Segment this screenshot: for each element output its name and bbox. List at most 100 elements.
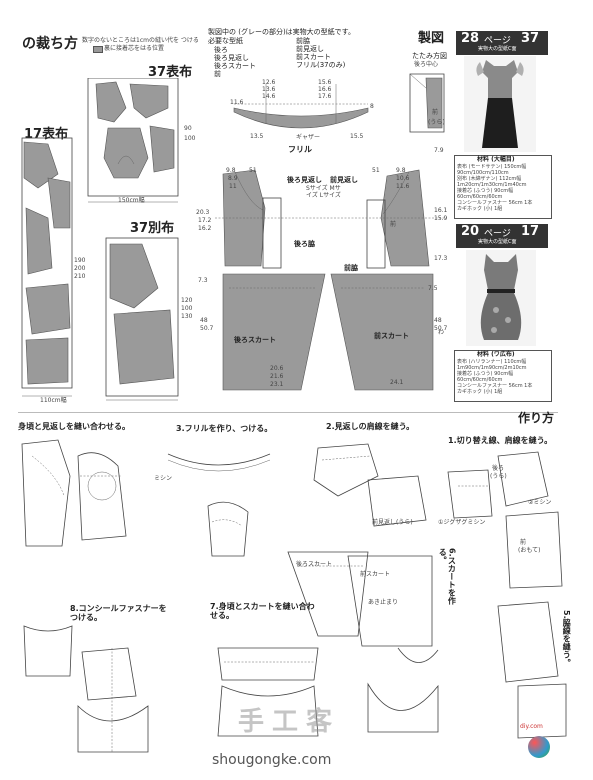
step-misc-opening-stop: あき止まり [368, 599, 399, 606]
width-110: 110cm幅 [40, 397, 67, 404]
product-37-page: 28 [461, 31, 480, 46]
folding-note: 後ろ中心 [414, 61, 439, 68]
dim-190: 190 [74, 257, 86, 264]
sewing-steps-illustrations [21, 439, 567, 753]
width-150: 150cm幅 [118, 197, 145, 204]
label-37-betsu: 37別布 [130, 221, 175, 236]
dim-right-2: 10.6 [396, 175, 410, 182]
dress-37-photo [464, 56, 536, 152]
dim-100: 100 [184, 135, 196, 142]
dim-200: 200 [74, 265, 86, 272]
dim-left-2: 8.9 [228, 175, 238, 182]
dim-left-5: 20.3 [196, 209, 210, 216]
folding-ura: (うら) [428, 119, 445, 126]
step-5-title: 5.脇線を縫う。 [562, 610, 572, 667]
size-legend: Sサイズ Mサイズ Lサイズ [306, 185, 341, 199]
frill-dim-8: 8 [370, 103, 374, 110]
product-37-page-suffix: ページ [484, 36, 511, 46]
step-misc-machine: ②ミシン [528, 499, 552, 506]
part-left-3: 後ろスカート [214, 62, 256, 70]
watermark-stamp: diy.com [520, 723, 543, 730]
materials-37-title: 材料 (大幅目) [477, 156, 515, 163]
part-right-4: フリル(37のみ) [296, 61, 346, 69]
dim-right-10: 48 [434, 317, 442, 324]
materials-17-line-6: カギホック (小) 1組 [457, 389, 503, 395]
materials-17-line-4: 60cm/60cm/60cm [457, 377, 503, 383]
folding-title: たたみ方図 [412, 52, 447, 60]
watermark-site: shougongke.com [212, 752, 332, 768]
materials-37-line-7: コンシールファスナー 56cm 1本 [457, 200, 533, 206]
frill-dim-6: 17.6 [318, 93, 332, 100]
step-3-title: 3.フリルを作り、つける。 [176, 424, 273, 433]
dim-right-7: 15.9 [434, 215, 448, 222]
dim-left-1: 9.8 [226, 167, 236, 174]
frill-dim-5: 16.6 [318, 86, 332, 93]
dim-right-9: 7.5 [428, 285, 438, 292]
howto-title: 作り方 [518, 411, 555, 425]
back-side-label: 後ろ脇 [294, 240, 315, 248]
front-skirt-label: 前スカート [374, 332, 409, 340]
dim-left-10: 50.7 [200, 325, 214, 332]
materials-17-line-5: コンシールファスナー 56cm 1本 [457, 383, 533, 389]
materials-17-line-2: 1m90cm/1m90cm/2m10cm [457, 365, 527, 371]
dim-120: 120 [181, 297, 193, 304]
product-17-page-suffix: ページ [484, 229, 511, 239]
product-17-header [456, 224, 548, 248]
hem-4: 24.1 [390, 379, 404, 386]
pattern-note: 製図中の (グレーの部分)は実物大の型紙です。 [208, 28, 355, 36]
dim-right-1: 9.8 [396, 167, 406, 174]
step-misc-omote: (おもて) [518, 547, 541, 554]
product-37-materials: 材料 (大幅目) 表布 (モードサテン) 150cm幅 90cm/100cm/1… [454, 155, 552, 219]
dim-right-11: 50.7 [434, 325, 448, 332]
step-misc-back-skirt: 後ろスカート [296, 561, 333, 568]
label-37-omote: 37表布 [148, 65, 193, 80]
materials-37-line-6: 60cm/60cm/60cm [457, 194, 503, 200]
cutting-title: の裁ち方 [22, 36, 78, 52]
bodice-draft [215, 169, 445, 391]
step-misc-zigzag: ①ジグザグミシン [438, 519, 486, 526]
cutting-layout-diagram [21, 78, 179, 401]
step-misc-front-facing: 前見返し(うら) [372, 519, 413, 526]
part-left-1: 後ろ [214, 46, 228, 54]
frill-dim-3: 14.6 [262, 93, 276, 100]
product-17-page: 20 [461, 224, 480, 239]
step-7-title: 7.身頃とスカートを縫い合わせる。 [210, 602, 315, 621]
materials-37-line-3: 別布 (木綿ザナン) 112cm幅 [457, 176, 522, 182]
stamp-logo-icon [528, 736, 550, 758]
frill-gathers: ギャザー [296, 134, 321, 141]
frill-dim-10: 15.5 [350, 133, 364, 140]
frill-dim-4: 15.6 [318, 79, 332, 86]
materials-17-title: 材料 (ワ広布) [477, 351, 515, 358]
seizu-title: 製図 [418, 31, 445, 46]
folding-diagram [409, 73, 445, 133]
dim-left-8: 7.3 [198, 277, 208, 284]
front-side-label: 前脇 [344, 264, 358, 272]
back-facing-label: 後ろ見返し [287, 176, 322, 184]
step-misc-ura: (うら) [490, 473, 507, 480]
front-facing-label: 前見返し [330, 176, 358, 184]
step-2-title: 2.見返しの肩線を縫う。 [326, 422, 415, 431]
frill-dim-9: 13.5 [250, 133, 264, 140]
dress-17-photo [466, 250, 536, 346]
product-17-num: 17 [521, 224, 540, 239]
product-37-header [456, 31, 548, 55]
frill-dim-2: 13.6 [262, 86, 276, 93]
product-37-num: 37 [521, 31, 540, 46]
product-37-pattern: 実物大の型紙C面 [478, 46, 517, 52]
dim-right-6: 16.1 [434, 207, 448, 214]
dim-left-3: 11 [229, 183, 237, 190]
watermark-brand: 手工客 [238, 707, 341, 737]
dim-right-5: 7.9 [434, 147, 444, 154]
materials-37-line-5: 接着芯 (ふつう) 90cm幅 [457, 188, 514, 194]
wa-label: わ [438, 329, 445, 336]
cutting-note: 数字のないところは1cmの縫い代を つける [82, 37, 199, 44]
frill-label: フリル [288, 145, 312, 154]
step-4-title: 身頃と見返しを縫い合わせる。 [18, 422, 130, 431]
back-skirt-label: 後ろスカート [234, 336, 276, 344]
interfacing-legend-swatch [93, 46, 103, 53]
product-17-pattern: 実物大の型紙C面 [478, 239, 517, 245]
frill-dim-1: 12.6 [262, 79, 276, 86]
dim-right-8: 17.3 [434, 255, 448, 262]
step-misc-back: 後ろ [492, 465, 505, 472]
materials-17-line-3: 接着芯 (ふつう) 90cm幅 [457, 371, 514, 377]
